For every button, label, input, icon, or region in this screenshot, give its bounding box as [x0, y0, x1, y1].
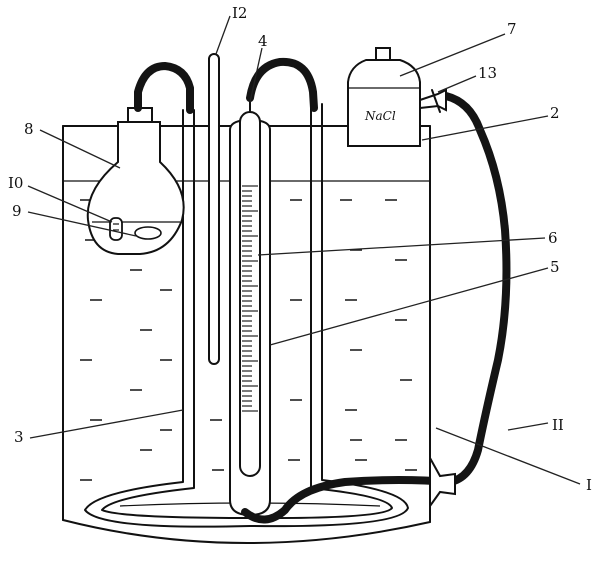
label-7: 7 — [507, 20, 517, 38]
label-10: I0 — [8, 174, 23, 192]
bath-outlet — [429, 454, 456, 510]
measuring-tube — [229, 95, 271, 517]
label-9: 9 — [12, 202, 22, 220]
label-6: 6 — [548, 229, 558, 247]
label-12: I2 — [232, 4, 247, 22]
label-2: 2 — [550, 104, 560, 122]
label-8: 8 — [24, 120, 34, 138]
u-tube-outer — [84, 103, 409, 528]
leader-5 — [269, 267, 549, 346]
leader-3 — [29, 409, 184, 439]
label-1: I — [586, 476, 592, 494]
leader-10 — [27, 185, 113, 223]
water-dashes — [80, 199, 417, 481]
labels: I2 4 7 13 2 8 I0 9 6 5 3 II I — [8, 4, 592, 494]
leader-1 — [435, 427, 581, 485]
leader-9 — [27, 211, 137, 237]
burette-scale — [242, 185, 258, 412]
leader-12 — [215, 15, 231, 55]
hose-11 — [241, 92, 511, 524]
leader-8 — [39, 129, 121, 169]
label-13: 13 — [478, 64, 497, 82]
leader-13 — [437, 75, 477, 93]
leader-2 — [421, 115, 549, 141]
thermometer-body — [208, 53, 220, 365]
bottle-cap — [375, 47, 391, 61]
leader-11 — [507, 422, 549, 431]
hose-flask-to-utube — [134, 62, 194, 114]
label-11: II — [552, 416, 564, 434]
leader-4 — [249, 47, 263, 103]
leader-7 — [399, 33, 506, 77]
burette-4 — [239, 111, 261, 477]
leader-lines — [27, 15, 581, 485]
bottle-label: NaCl — [364, 109, 396, 123]
label-3: 3 — [14, 428, 24, 446]
flask — [86, 107, 185, 255]
label-4: 4 — [258, 32, 268, 50]
stopcock-13 — [419, 88, 447, 112]
bath-bottom-edge — [62, 519, 431, 544]
label-5: 5 — [550, 258, 560, 276]
stopcock-handle — [431, 89, 441, 113]
leader-6 — [257, 237, 546, 256]
nacl-bottle: NaCl — [347, 47, 447, 147]
bottle-body — [347, 59, 421, 147]
hose-burette-to-utube — [246, 57, 318, 112]
thermometer-12 — [208, 53, 220, 365]
sample-9 — [134, 226, 162, 240]
outlet-fitting — [429, 454, 456, 510]
